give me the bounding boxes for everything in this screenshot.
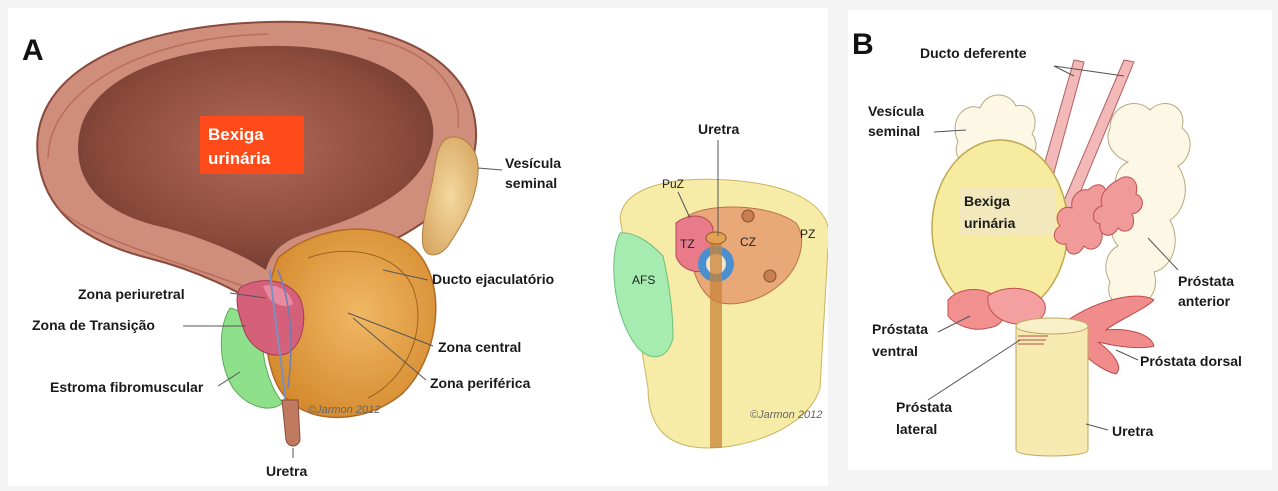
- cross-urethra-tube: [710, 238, 722, 448]
- label-fibromuscular-stroma: Estroma fibromuscular: [50, 379, 204, 395]
- bladder-label-line1: Bexiga: [208, 125, 264, 144]
- panel-a-letter: A: [22, 34, 44, 67]
- label-urethra-b: Uretra: [1112, 423, 1153, 439]
- prostate-cross-section: AFS TZ CZ PZ PuZ Uretra ©Jarmon 2012: [614, 121, 828, 448]
- signature-a: ©Jarmon 2012: [308, 404, 380, 416]
- label-seminal-vesicle-b-2: seminal: [868, 123, 920, 139]
- cross-urethra-top: [706, 232, 726, 244]
- label-ejaculatory-duct: Ducto ejaculatório: [432, 271, 554, 287]
- cross-label-afs: AFS: [632, 273, 655, 287]
- panel-b-letter: B: [852, 28, 874, 61]
- panel-b-figure: B Ducto deferente Vesícula seminal Bexig…: [848, 10, 1272, 470]
- panel-a-figure: A Bexiga urinária Vesícula seminal Ducto…: [8, 8, 828, 486]
- cross-duct-dot-2: [764, 270, 776, 282]
- cross-duct-dot-1: [742, 210, 754, 222]
- panel-b: B Ducto deferente Vesícula seminal Bexig…: [848, 10, 1272, 470]
- cross-label-urethra: Uretra: [698, 121, 739, 137]
- label-periurethral-zone: Zona periuretral: [78, 286, 185, 302]
- urethra-cylinder: [1016, 326, 1088, 456]
- label-ventral-prostate-1: Próstata: [872, 321, 928, 337]
- label-peripheral-zone: Zona periférica: [430, 375, 531, 391]
- label-seminal-vesicle-2: seminal: [505, 175, 557, 191]
- signature-b: ©Jarmon 2012: [750, 409, 822, 421]
- label-anterior-prostate-2: anterior: [1178, 293, 1231, 309]
- panel-a: A Bexiga urinária Vesícula seminal Ducto…: [8, 8, 828, 486]
- cross-label-puz: PuZ: [662, 177, 684, 191]
- label-ventral-prostate-2: ventral: [872, 343, 918, 359]
- leader-urethra-b: [1086, 424, 1108, 430]
- urethra-top: [1016, 318, 1088, 334]
- label-seminal-vesicle-1: Vesícula: [505, 155, 561, 171]
- label-central-zone: Zona central: [438, 339, 521, 355]
- label-transition-zone: Zona de Transição: [32, 317, 155, 333]
- urethra-lower: [282, 400, 300, 446]
- label-urethra: Uretra: [266, 463, 307, 479]
- label-bladder-b-2: urinária: [964, 215, 1016, 231]
- label-anterior-prostate-1: Próstata: [1178, 273, 1234, 289]
- cross-label-pz: PZ: [800, 227, 815, 241]
- label-dorsal-prostate: Próstata dorsal: [1140, 353, 1242, 369]
- leader-dorsal-prostate: [1116, 350, 1138, 360]
- bladder-label-line2: urinária: [208, 149, 271, 168]
- label-vas-deferens: Ducto deferente: [920, 45, 1027, 61]
- cross-label-tz: TZ: [680, 237, 695, 251]
- label-lateral-prostate-2: lateral: [896, 421, 937, 437]
- leader-lateral-prostate: [928, 340, 1020, 400]
- cross-label-cz: CZ: [740, 235, 756, 249]
- label-bladder-b-1: Bexiga: [964, 193, 1010, 209]
- label-seminal-vesicle-b-1: Vesícula: [868, 103, 924, 119]
- leader-vas-deferens: [1054, 66, 1124, 76]
- leader-seminal: [478, 168, 502, 170]
- label-lateral-prostate-1: Próstata: [896, 399, 952, 415]
